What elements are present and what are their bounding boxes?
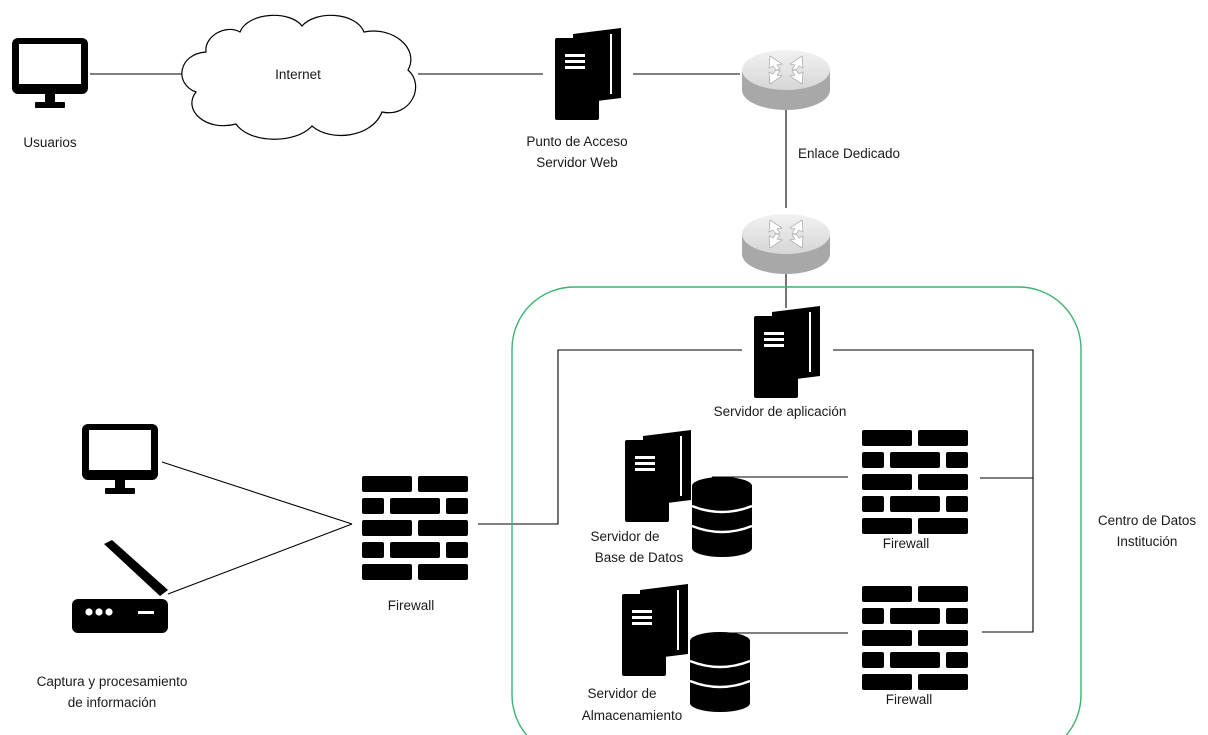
link-monitor-firewall — [161, 461, 353, 525]
label-informacion: de información — [68, 695, 157, 710]
data-center-boundary — [511, 286, 1082, 735]
server-icon — [753, 305, 821, 399]
router-icon — [741, 49, 831, 111]
database-icon — [690, 475, 754, 559]
label-firewall-top: Firewall — [883, 536, 930, 551]
database-icon — [688, 630, 752, 714]
label-firewall-left: Firewall — [388, 598, 435, 613]
label-base-datos: Base de Datos — [595, 550, 684, 565]
monitor-icon — [12, 38, 88, 108]
label-servidor-bd: Servidor de — [590, 529, 659, 544]
label-firewall-bottom: Firewall — [886, 692, 933, 707]
link-appserver-firewalls — [833, 349, 1034, 633]
label-punto-acceso: Punto de Acceso — [526, 134, 627, 149]
label-servidor-aplicacion: Servidor de aplicación — [714, 404, 847, 419]
label-servidor-almacenamiento: Servidor de — [587, 686, 656, 701]
cloud-icon — [181, 14, 417, 140]
server-icon — [554, 27, 622, 121]
firewall-icon — [862, 430, 968, 534]
label-centro-datos: Centro de Datos — [1098, 513, 1197, 528]
label-enlace-dedicado: Enlace Dedicado — [798, 146, 900, 161]
firewall-icon — [862, 586, 968, 690]
label-captura: Captura y procesamiento — [37, 674, 188, 689]
scanner-icon — [72, 540, 168, 633]
router-icon — [741, 213, 831, 275]
server-icon — [621, 583, 689, 677]
label-internet: Internet — [275, 67, 321, 82]
link-scanner-firewall — [167, 523, 353, 595]
label-almacenamiento: Almacenamiento — [582, 708, 683, 723]
label-servidor-web: Servidor Web — [536, 155, 618, 170]
firewall-icon — [362, 476, 468, 580]
link-firewall-appserver — [478, 349, 742, 525]
label-institucion: Institución — [1117, 534, 1178, 549]
monitor-icon — [82, 424, 158, 494]
label-usuarios: Usuarios — [23, 135, 77, 150]
server-icon — [624, 429, 692, 523]
